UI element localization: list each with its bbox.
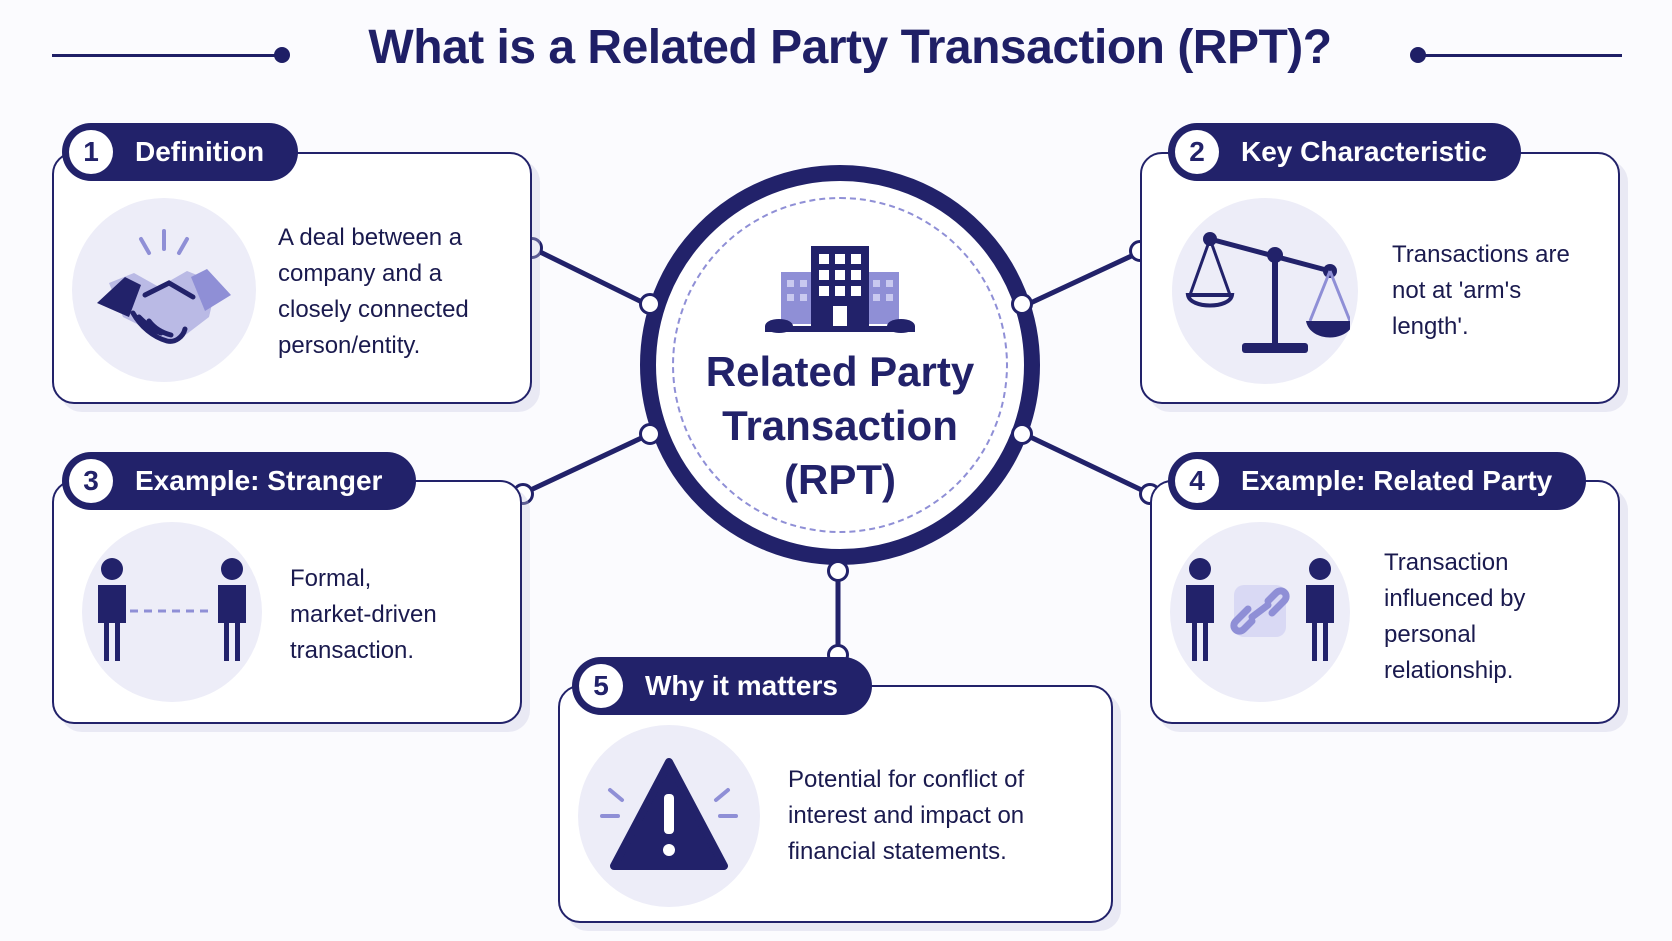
card-why-it-matters-number: 5	[579, 664, 623, 708]
card-definition-icon-circle	[72, 198, 256, 382]
title-row: What is a Related Party Transaction (RPT…	[0, 0, 1672, 110]
card-example-stranger-icon-circle	[82, 522, 262, 702]
ring-node-bottom-left	[639, 423, 661, 445]
card-key-characteristic-heading: Key Characteristic	[1241, 136, 1487, 167]
center-label-line-1: Related Party	[705, 348, 975, 395]
center-label-line-2: Transaction	[722, 402, 958, 449]
building-icon	[765, 246, 915, 333]
card-definition-line: A deal between a	[278, 224, 463, 251]
ring-node-top-left	[639, 293, 661, 315]
card-why-it-matters-text: Potential for conflict of interest and i…	[788, 762, 1098, 870]
card-example-related-party-tag: 4 Example: Related Party	[1168, 452, 1587, 510]
card-key-characteristic-line: Transactions are	[1392, 241, 1570, 268]
card-example-related-party-number: 4	[1175, 459, 1219, 503]
card-example-stranger-line: transaction.	[290, 637, 415, 664]
handshake-icon	[97, 229, 231, 344]
connector-key-characteristic	[1022, 249, 1142, 309]
card-example-related-party-line: personal	[1384, 621, 1477, 648]
card-example-related-party-text: Transaction influenced by personal relat…	[1384, 545, 1604, 689]
title-divider-dot-left	[274, 47, 290, 63]
card-example-stranger-heading: Example: Stranger	[135, 465, 383, 496]
card-why-it-matters-tag: 5 Why it matters	[572, 657, 872, 715]
card-example-related-party-line: relationship.	[1384, 657, 1514, 684]
card-definition-number: 1	[69, 130, 113, 174]
center-label-line-3: (RPT)	[784, 456, 896, 503]
page-title: What is a Related Party Transaction (RPT…	[368, 21, 1332, 74]
card-definition-tag: 1 Definition	[62, 123, 299, 181]
ring-node-bottom-right	[1011, 423, 1033, 445]
card-definition-line: company and a	[278, 260, 443, 287]
card-definition-line: closely connected	[278, 296, 469, 323]
card-example-stranger-text: Formal, market-driven transaction.	[290, 561, 510, 669]
card-definition-text: A deal between a company and a closely c…	[278, 220, 518, 364]
connector-stranger	[520, 431, 652, 497]
card-key-characteristic-line: not at 'arm's	[1392, 277, 1522, 304]
card-example-related-party-icon-circle	[1170, 522, 1350, 702]
ring-node-bottom	[827, 560, 849, 582]
card-definition-line: person/entity.	[278, 332, 421, 359]
card-example-stranger-tag: 3 Example: Stranger	[62, 452, 417, 510]
title-divider-left	[52, 54, 282, 57]
card-example-stranger-line: Formal,	[290, 565, 372, 592]
card-key-characteristic-number: 2	[1175, 130, 1219, 174]
card-key-characteristic-line: length'.	[1392, 313, 1469, 340]
two-persons-dashed-icon	[98, 558, 246, 661]
card-example-related-party-line: Transaction	[1384, 549, 1509, 576]
card-definition-heading: Definition	[135, 136, 265, 167]
card-why-it-matters-line: interest and impact on	[788, 802, 1025, 829]
unbalanced-scale-icon	[1185, 232, 1350, 353]
card-why-it-matters-heading: Why it matters	[645, 670, 838, 701]
card-why-it-matters-line: Potential for conflict of	[788, 766, 1025, 793]
card-key-characteristic-icon-circle	[1172, 198, 1358, 384]
card-example-related-party-line: influenced by	[1384, 585, 1526, 612]
connector-related-party	[1022, 431, 1152, 497]
title-divider-right	[1415, 54, 1622, 57]
card-example-stranger-line: market-driven	[290, 601, 437, 628]
warning-icon	[600, 758, 738, 870]
card-why-it-matters-icon-circle	[578, 725, 760, 907]
center-hub-dashed-ring	[672, 197, 1008, 533]
center-hub-label: Related Party Transaction (RPT)	[660, 345, 1020, 507]
connector-definition	[530, 245, 652, 309]
card-key-characteristic-tag: 2 Key Characteristic	[1168, 123, 1521, 181]
ring-node-top-right	[1011, 293, 1033, 315]
card-why-it-matters-line: financial statements.	[788, 838, 1007, 865]
card-example-stranger-number: 3	[69, 459, 113, 503]
two-persons-link-icon	[1186, 558, 1334, 661]
card-example-related-party-heading: Example: Related Party	[1241, 465, 1553, 496]
card-key-characteristic-text: Transactions are not at 'arm's length'.	[1392, 237, 1612, 345]
